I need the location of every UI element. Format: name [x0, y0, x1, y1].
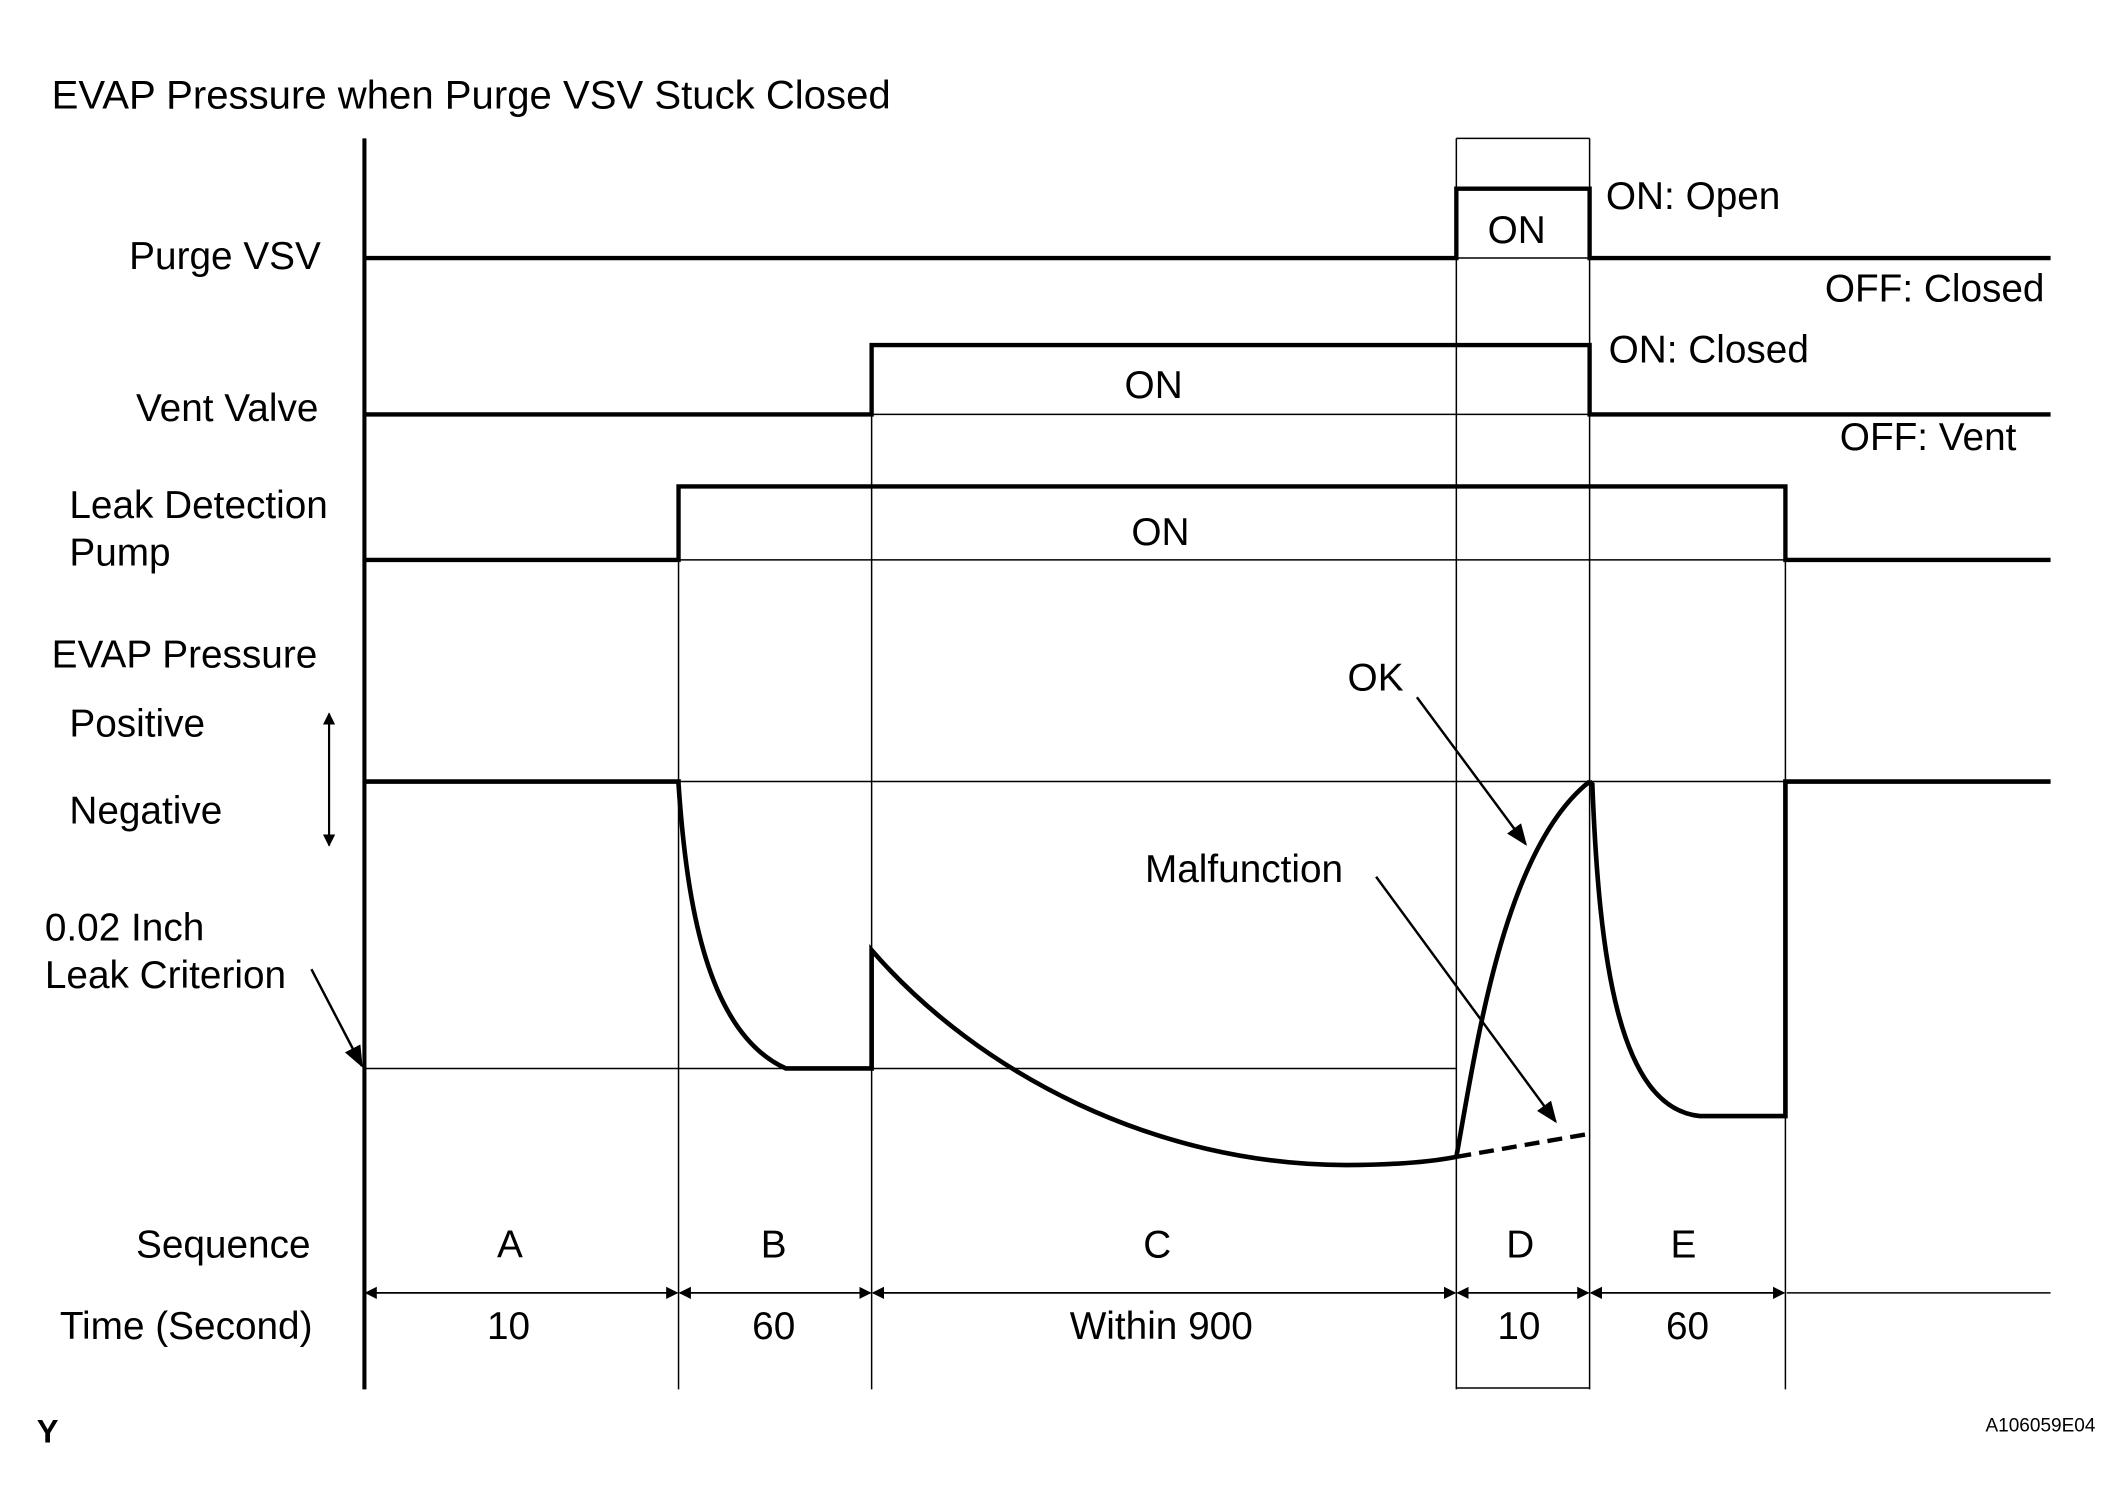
vent-valve-on-state: ON: Closed — [1609, 329, 1809, 372]
row-label-evap-pressure: EVAP Pressure — [52, 633, 318, 676]
time-b: 60 — [752, 1305, 795, 1348]
figure-id: A106059E04 — [1985, 1416, 2095, 1437]
row-label-sequence: Sequence — [136, 1223, 311, 1266]
time-c: Within 900 — [1070, 1305, 1253, 1348]
time-d: 10 — [1497, 1305, 1540, 1348]
row-label-purge-vsv: Purge VSV — [129, 235, 321, 278]
purge-vsv-signal — [364, 186, 2051, 261]
leak-pump-signal — [364, 484, 2051, 563]
ok-label: OK — [1348, 656, 1404, 699]
label-negative: Negative — [69, 790, 222, 833]
leak-pump-on-label: ON — [1131, 511, 1189, 554]
vent-valve-off-state: OFF: Vent — [1840, 416, 2017, 459]
footer-mark: Y — [37, 1412, 59, 1449]
recovery-curve — [1587, 779, 2051, 1119]
criterion-label-2: Leak Criterion — [45, 954, 286, 997]
purge-vsv-on-label: ON — [1488, 209, 1546, 252]
criterion-label-1: 0.02 Inch — [45, 907, 204, 950]
malfunction-label: Malfunction — [1145, 848, 1343, 891]
sequence-b: B — [761, 1223, 787, 1266]
row-label-time: Time (Second) — [60, 1305, 313, 1348]
vent-valve-signal — [364, 342, 2051, 417]
ok-arrow — [1415, 696, 1527, 846]
sequence-a: A — [497, 1223, 523, 1266]
row-label-leak-pump-2: Pump — [69, 531, 170, 574]
ok-curve — [1454, 779, 1592, 1158]
row-label-leak-pump-1: Leak Detection — [69, 484, 328, 527]
malfunction-dashed-curve — [1455, 1131, 1590, 1160]
purge-vsv-off-state: OFF: Closed — [1825, 268, 2045, 311]
diagram-title: EVAP Pressure when Purge VSV Stuck Close… — [52, 73, 891, 117]
evap-pressure-curve — [364, 779, 1457, 1168]
row-label-vent-valve: Vent Valve — [136, 387, 318, 430]
time-e: 60 — [1666, 1305, 1709, 1348]
sequence-c: C — [1143, 1223, 1171, 1266]
purge-vsv-on-state: ON: Open — [1606, 175, 1780, 218]
label-positive: Positive — [69, 703, 205, 746]
time-a: 10 — [487, 1305, 530, 1348]
sequence-e: E — [1670, 1223, 1696, 1266]
sequence-d: D — [1506, 1223, 1534, 1266]
malfunction-arrow — [1375, 876, 1557, 1124]
vent-valve-on-label: ON — [1125, 364, 1183, 407]
criterion-arrow — [310, 968, 363, 1068]
